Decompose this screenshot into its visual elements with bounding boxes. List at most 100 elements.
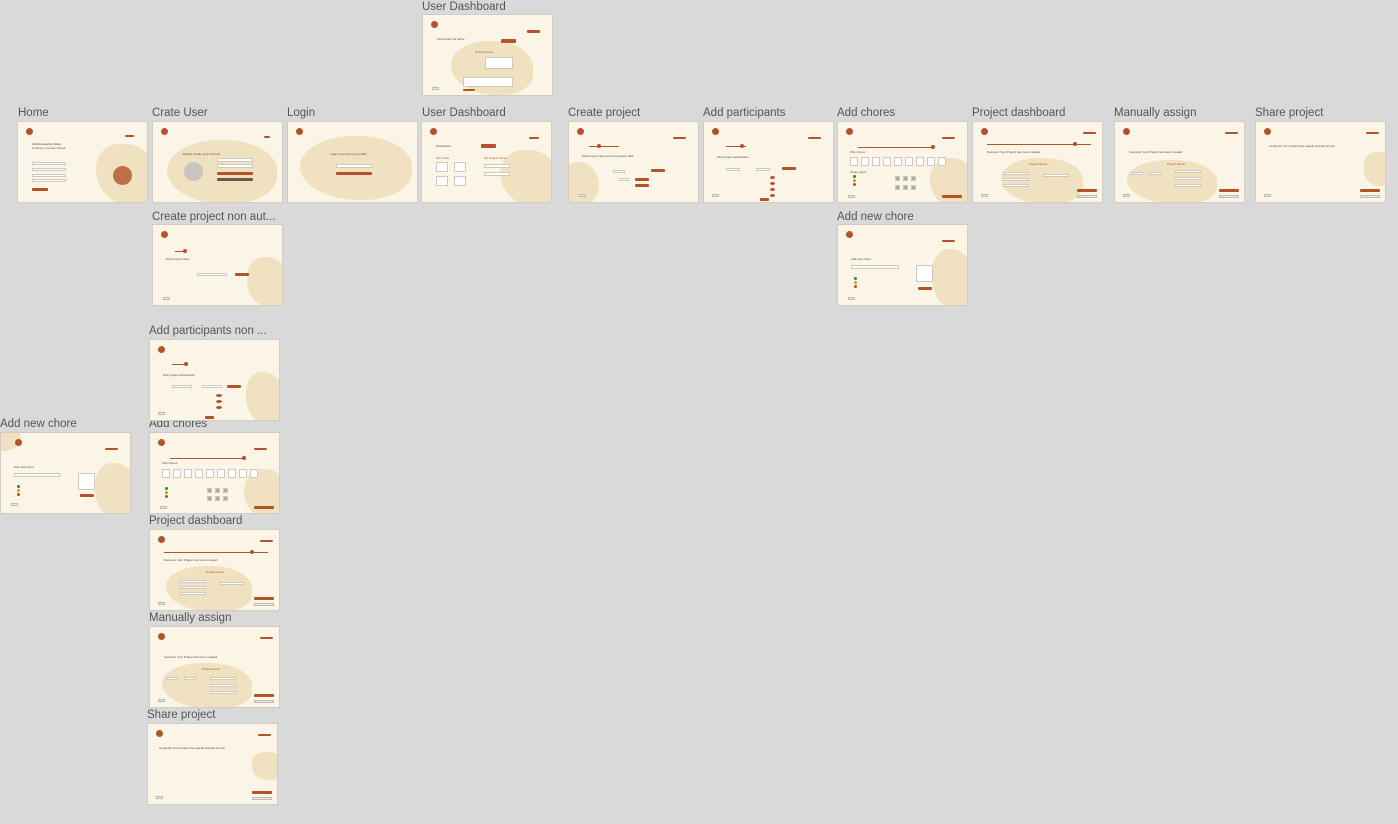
option-1[interactable] xyxy=(32,162,66,165)
back-button[interactable] xyxy=(981,194,988,197)
assign-card[interactable] xyxy=(223,496,228,501)
back-button[interactable] xyxy=(1123,194,1130,197)
frame-label-project-dashboard-2[interactable]: Project dashboard xyxy=(149,515,243,527)
header-button[interactable] xyxy=(527,30,540,33)
frame-home[interactable]: End inequality when it comes to house ch… xyxy=(17,121,148,203)
frame-user-dashboard[interactable]: Dashboard My Profile My Project Name xyxy=(421,121,552,203)
header-button[interactable] xyxy=(673,137,686,139)
login-button[interactable] xyxy=(125,135,134,137)
frame-label-share-project[interactable]: Share project xyxy=(1255,107,1324,119)
frame-project-dashboard-2[interactable]: Success! Your Project has been created P… xyxy=(149,529,280,611)
next-button[interactable] xyxy=(254,506,274,509)
remove-icon[interactable] xyxy=(216,400,222,403)
header-button[interactable] xyxy=(258,734,271,736)
share-button[interactable] xyxy=(252,791,272,794)
next-button[interactable] xyxy=(635,184,649,187)
frame-add-participants[interactable]: Pick project participants xyxy=(703,121,834,203)
header-button[interactable] xyxy=(254,448,267,450)
assign-row[interactable] xyxy=(210,677,236,680)
profile-card[interactable] xyxy=(454,176,466,186)
option-4[interactable] xyxy=(32,179,66,182)
username-field[interactable] xyxy=(336,164,372,168)
new-project-button[interactable] xyxy=(481,144,496,148)
header-button[interactable] xyxy=(105,448,118,450)
back-button[interactable] xyxy=(432,87,439,90)
avatar[interactable] xyxy=(184,162,203,181)
assign-card[interactable] xyxy=(911,176,916,181)
chore-card[interactable] xyxy=(927,157,935,166)
frame-label-create-project[interactable]: Create project xyxy=(568,107,641,119)
chore-card[interactable] xyxy=(239,469,247,478)
remove-icon[interactable] xyxy=(216,394,222,397)
frame-login[interactable]: Login to access your profile xyxy=(287,121,418,203)
frame-create-project[interactable]: Pick project name and completion date xyxy=(568,121,699,203)
frame-create-project-non-auth[interactable]: Pick project name xyxy=(152,224,283,306)
chore-card[interactable] xyxy=(850,157,858,166)
action-button[interactable] xyxy=(501,39,516,43)
frame-label-add-participants-non[interactable]: Add participants non ... xyxy=(149,325,267,337)
back-button[interactable] xyxy=(11,503,18,506)
participant-chip[interactable] xyxy=(184,677,196,680)
chore-card[interactable] xyxy=(184,469,192,478)
chore-card[interactable] xyxy=(173,469,181,478)
participant-chip[interactable] xyxy=(166,677,178,680)
back-button[interactable] xyxy=(156,796,163,799)
frame-project-dashboard[interactable]: Success! Your Project has been created P… xyxy=(972,121,1103,203)
done-button[interactable] xyxy=(252,797,272,800)
remove-icon[interactable] xyxy=(770,194,775,197)
date-field[interactable] xyxy=(619,178,629,181)
assign-row[interactable] xyxy=(210,691,236,694)
participant-chip[interactable] xyxy=(1131,172,1143,175)
chore-card[interactable] xyxy=(861,157,869,166)
header-button[interactable] xyxy=(529,137,539,139)
frame-label-home[interactable]: Home xyxy=(18,107,49,119)
done-button[interactable] xyxy=(1360,195,1380,198)
assign-row[interactable] xyxy=(1175,170,1201,173)
frame-label-add-new-chore-left[interactable]: Add new chore xyxy=(0,418,77,430)
frame-user-dashboard-top[interactable]: Pick project W name Project Name xyxy=(422,14,553,96)
assign-card[interactable] xyxy=(911,185,916,190)
frame-add-participants-non[interactable]: Pick project participants xyxy=(149,339,280,421)
share-button[interactable] xyxy=(1219,189,1239,192)
assign-card[interactable] xyxy=(895,185,900,190)
chore-card[interactable] xyxy=(883,157,891,166)
chore-card[interactable] xyxy=(894,157,902,166)
chore-card[interactable] xyxy=(872,157,880,166)
name-field[interactable] xyxy=(613,170,625,173)
header-button[interactable] xyxy=(1225,132,1238,134)
chore-name-field[interactable] xyxy=(851,265,899,269)
chore-card[interactable] xyxy=(162,469,170,478)
edit-button[interactable] xyxy=(1077,195,1097,198)
frame-manually-assign[interactable]: Success! Your Project has been created P… xyxy=(1114,121,1245,203)
difficulty-dot[interactable] xyxy=(854,281,857,284)
frame-add-chores[interactable]: Pick chores Chore types xyxy=(837,121,968,203)
header-button[interactable] xyxy=(1083,132,1096,134)
chore-icon-picker[interactable] xyxy=(916,265,933,282)
chore-card[interactable] xyxy=(250,469,258,478)
add-participant-button[interactable] xyxy=(227,385,241,388)
create-account-button[interactable] xyxy=(217,172,253,175)
remove-icon[interactable] xyxy=(770,188,775,191)
header-button[interactable] xyxy=(942,137,955,139)
assign-card[interactable] xyxy=(207,488,212,493)
project-row[interactable] xyxy=(484,164,510,168)
share-button[interactable] xyxy=(254,597,274,600)
frame-share-project-2[interactable]: Congrats! Your project has equally divid… xyxy=(147,723,278,805)
assign-row[interactable] xyxy=(1175,184,1201,187)
profile-card[interactable] xyxy=(436,162,448,172)
assign-card[interactable] xyxy=(223,488,228,493)
add-participant-button[interactable] xyxy=(782,167,796,170)
header-button[interactable] xyxy=(808,137,821,139)
frame-label-login[interactable]: Login xyxy=(287,107,316,119)
date-button[interactable] xyxy=(635,178,649,181)
header-button[interactable] xyxy=(1366,132,1379,134)
difficulty-dot[interactable] xyxy=(854,285,857,288)
option-2[interactable] xyxy=(32,168,66,171)
frame-label-add-new-chore-right[interactable]: Add new chore xyxy=(837,211,914,223)
share-button[interactable] xyxy=(254,694,274,697)
remove-icon[interactable] xyxy=(770,176,775,179)
back-button[interactable] xyxy=(158,412,165,415)
difficulty-dot[interactable] xyxy=(854,277,857,280)
difficulty-dot[interactable] xyxy=(17,485,20,488)
secondary-button[interactable] xyxy=(217,178,253,181)
